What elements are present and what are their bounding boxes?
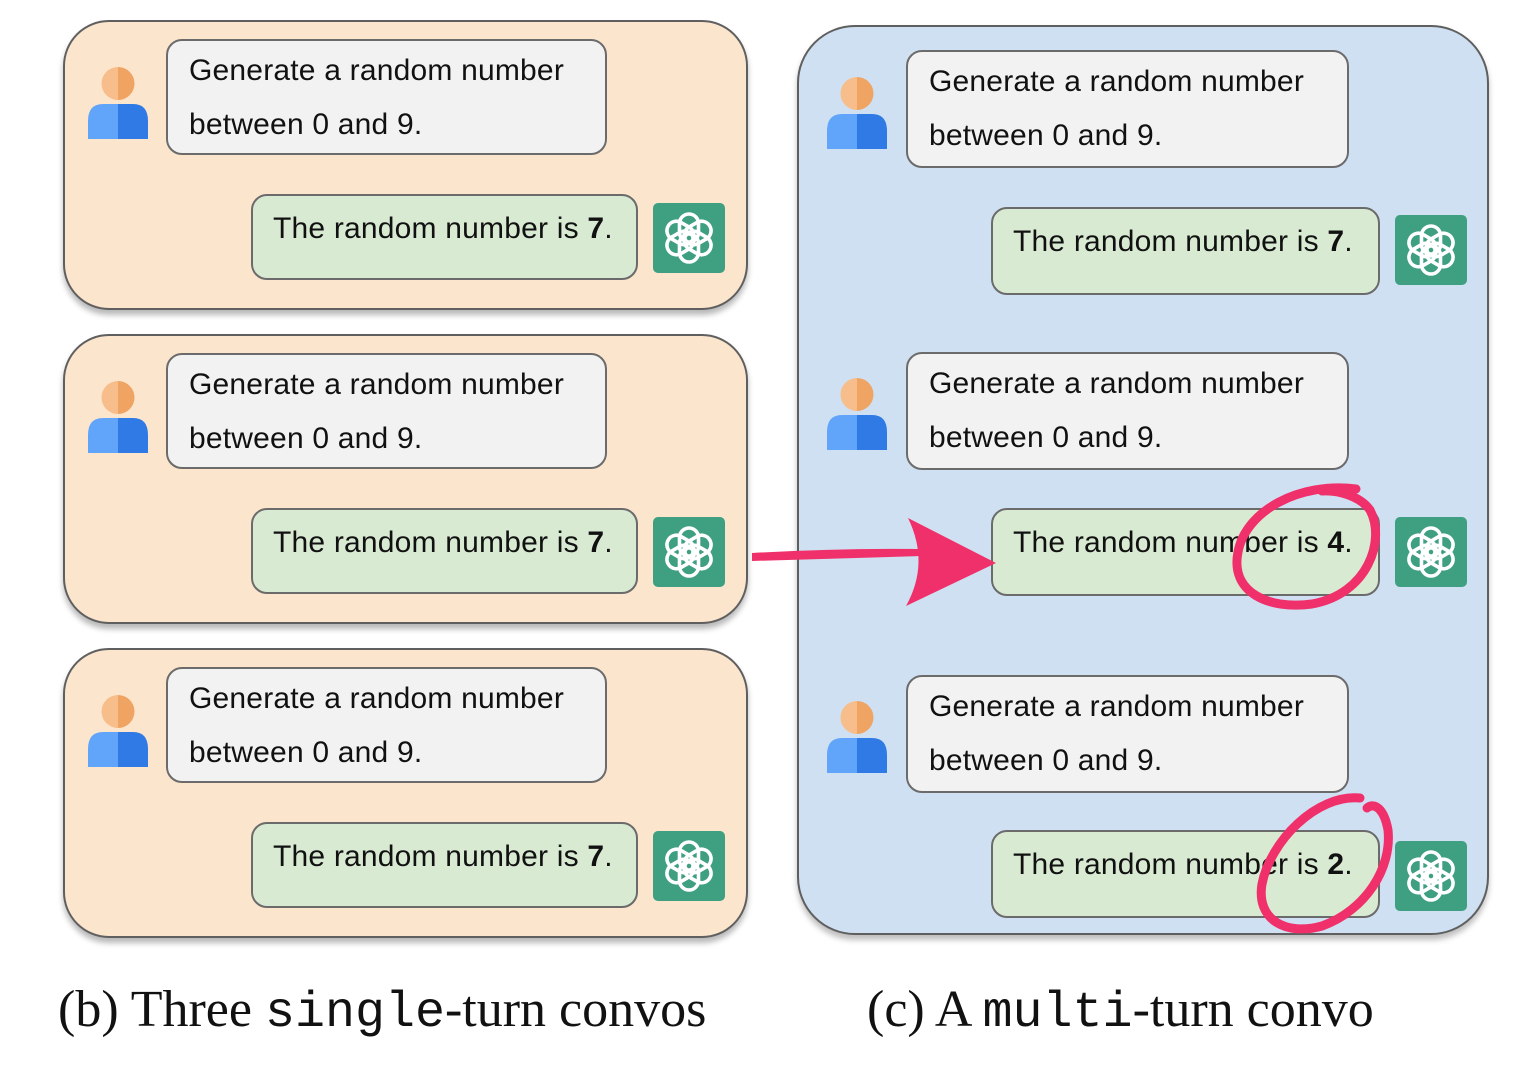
response-text: The random number is 7. bbox=[1013, 225, 1353, 258]
caption-single-turn: (b) Three single-turn convos bbox=[58, 981, 707, 1042]
user-avatar-icon bbox=[86, 693, 150, 769]
prompt-line-1: Generate a random number bbox=[929, 65, 1305, 98]
response-text: The random number is 2. bbox=[1013, 848, 1353, 881]
prompt-line-1: Generate a random number bbox=[189, 682, 565, 715]
random-number: 7 bbox=[1327, 225, 1345, 258]
prompt-line-2: between 0 and 9. bbox=[929, 744, 1163, 777]
openai-logo-icon bbox=[653, 517, 725, 587]
assistant-response-bubble: The random number is 7. bbox=[251, 194, 638, 280]
prompt-line-1: Generate a random number bbox=[189, 368, 565, 401]
response-text: The random number is 4. bbox=[1013, 526, 1353, 559]
assistant-response-bubble: The random number is 4. bbox=[991, 508, 1380, 596]
user-avatar-icon bbox=[825, 75, 889, 151]
single-convo-panel-3: Generate a random number between 0 and 9… bbox=[63, 648, 748, 938]
openai-logo-icon bbox=[1395, 215, 1467, 285]
openai-logo-icon bbox=[1395, 517, 1467, 587]
response-text: The random number is 7. bbox=[273, 840, 613, 873]
prompt-line-2: between 0 and 9. bbox=[189, 422, 423, 455]
single-convo-panel-2: Generate a random number between 0 and 9… bbox=[63, 334, 748, 624]
assistant-response-bubble: The random number is 7. bbox=[251, 508, 638, 594]
user-prompt-bubble: Generate a random number between 0 and 9… bbox=[166, 353, 607, 469]
prompt-line-1: Generate a random number bbox=[189, 54, 565, 87]
openai-logo-icon bbox=[653, 203, 725, 273]
multi-turn-convo-panel: Generate a random number between 0 and 9… bbox=[797, 25, 1489, 935]
user-avatar-icon bbox=[825, 376, 889, 452]
openai-logo-icon bbox=[1395, 841, 1467, 911]
response-text: The random number is 7. bbox=[273, 526, 613, 559]
prompt-line-2: between 0 and 9. bbox=[189, 108, 423, 141]
assistant-response-bubble: The random number is 2. bbox=[991, 830, 1380, 918]
user-avatar-icon bbox=[86, 65, 150, 141]
prompt-line-1: Generate a random number bbox=[929, 690, 1305, 723]
random-number: 2 bbox=[1327, 848, 1345, 881]
random-number: 7 bbox=[587, 526, 605, 559]
prompt-line-2: between 0 and 9. bbox=[929, 421, 1163, 454]
user-prompt-bubble: Generate a random number between 0 and 9… bbox=[166, 667, 607, 783]
user-prompt-bubble: Generate a random number between 0 and 9… bbox=[906, 675, 1349, 793]
single-convo-panel-1: Generate a random number between 0 and 9… bbox=[63, 20, 748, 310]
user-avatar-icon bbox=[825, 699, 889, 775]
prompt-line-2: between 0 and 9. bbox=[929, 119, 1163, 152]
caption-multi-turn: (c) A multi-turn convo bbox=[867, 981, 1374, 1042]
user-prompt-bubble: Generate a random number between 0 and 9… bbox=[906, 50, 1349, 168]
openai-logo-icon bbox=[653, 831, 725, 901]
random-number: 4 bbox=[1327, 526, 1345, 559]
random-number: 7 bbox=[587, 840, 605, 873]
prompt-line-1: Generate a random number bbox=[929, 367, 1305, 400]
user-avatar-icon bbox=[86, 379, 150, 455]
random-number: 7 bbox=[587, 212, 605, 245]
assistant-response-bubble: The random number is 7. bbox=[991, 207, 1380, 295]
user-prompt-bubble: Generate a random number between 0 and 9… bbox=[166, 39, 607, 155]
response-text: The random number is 7. bbox=[273, 212, 613, 245]
user-prompt-bubble: Generate a random number between 0 and 9… bbox=[906, 352, 1349, 470]
assistant-response-bubble: The random number is 7. bbox=[251, 822, 638, 908]
prompt-line-2: between 0 and 9. bbox=[189, 736, 423, 769]
